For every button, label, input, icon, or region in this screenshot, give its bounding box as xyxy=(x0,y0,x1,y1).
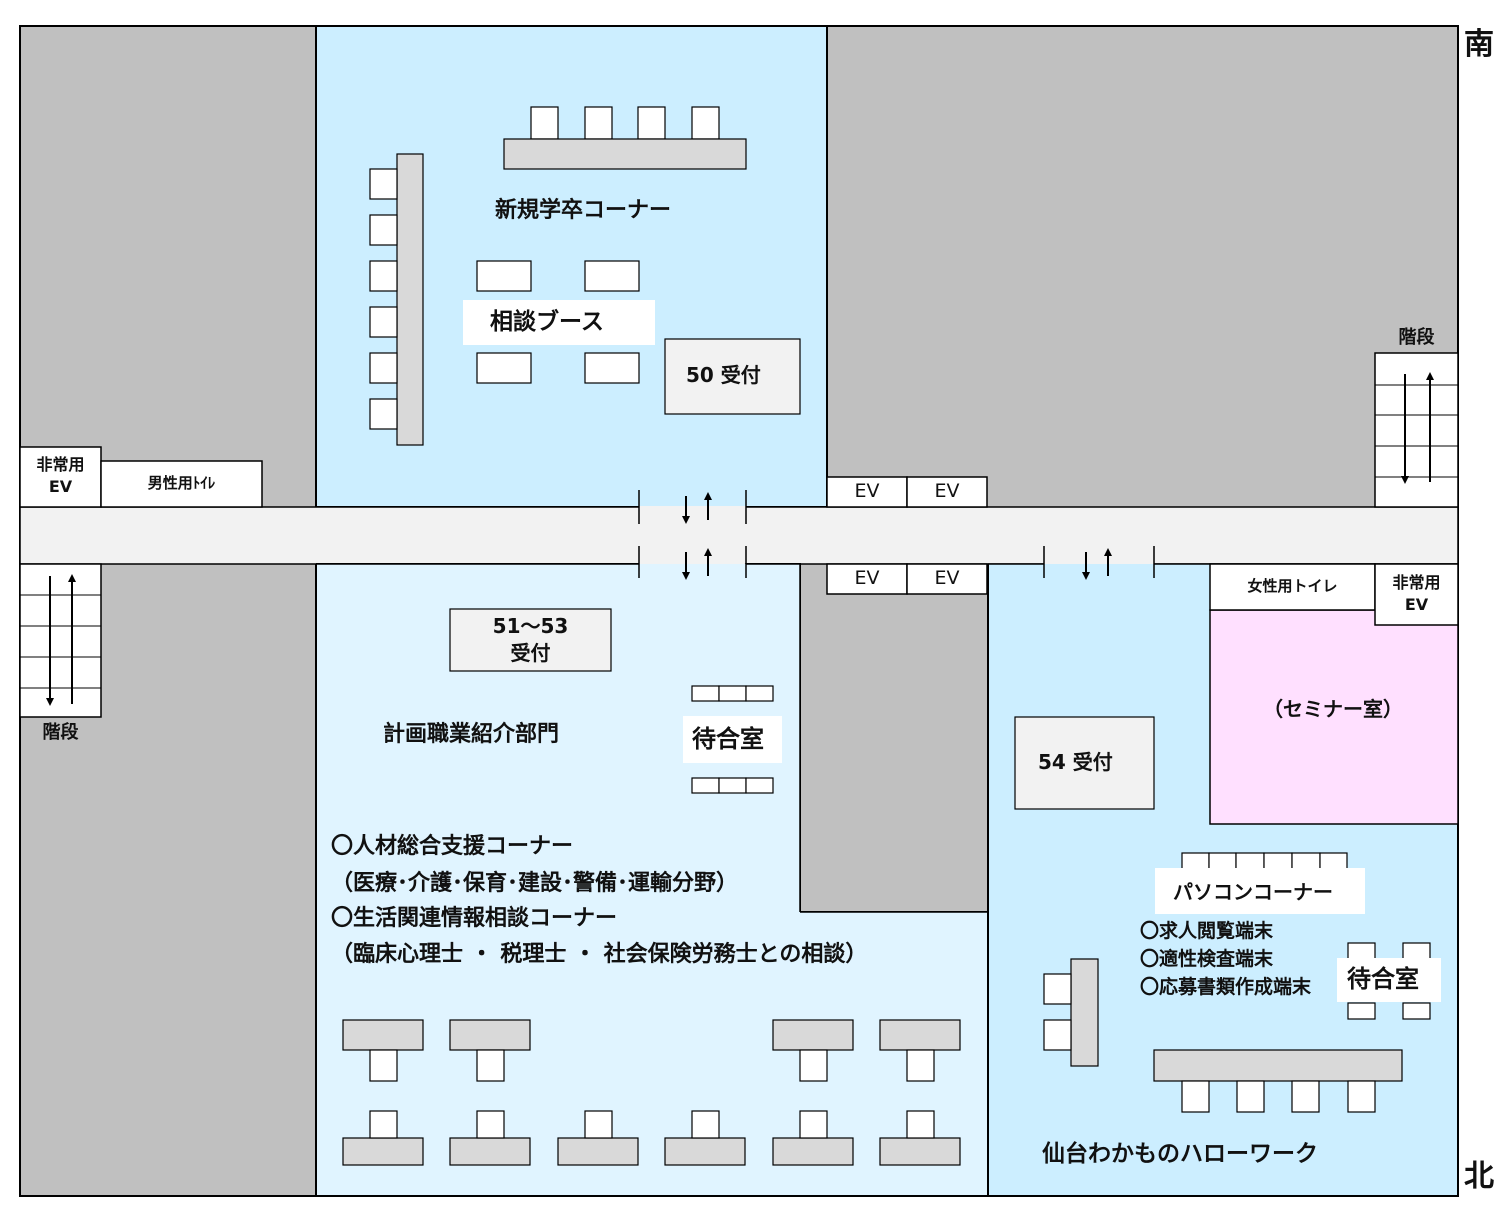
ev-label-4: EV xyxy=(934,567,960,589)
stairs-top-right xyxy=(1374,352,1459,508)
reception-51-53-label-2: 受付 xyxy=(510,641,551,665)
compass-north: 北 xyxy=(1464,1159,1494,1194)
new-grad-title: 新規学卒コーナー xyxy=(495,198,672,223)
door-marks xyxy=(638,490,1155,578)
corridor xyxy=(19,506,1459,565)
pc-item-2: 〇適性検査端末 xyxy=(1140,948,1274,970)
stairs-bottom-left xyxy=(19,563,102,718)
young-title: 仙台わかものハローワーク xyxy=(1042,1141,1318,1167)
seminar-room-label: （セミナー室） xyxy=(1263,697,1403,721)
ev-label-2: EV xyxy=(934,480,960,502)
door-gap xyxy=(1044,562,1154,565)
stairs-bottom-left-label: 階段 xyxy=(42,722,79,743)
emergency-ev-right-label-1: 非常用 xyxy=(1392,573,1441,592)
ev-label-3: EV xyxy=(854,567,880,589)
young-waiting-bg xyxy=(1337,958,1441,1002)
womens-toilet xyxy=(1209,563,1376,611)
reception-51-53 xyxy=(449,608,612,672)
young-counter-vertical xyxy=(1070,958,1099,1067)
compass-south: 南 xyxy=(1464,27,1494,62)
desks-planning xyxy=(342,1019,961,1166)
pc-item-1: 〇求人閲覧端末 xyxy=(1140,920,1274,942)
young-waiting-chairs xyxy=(1347,942,1431,1020)
door-gap xyxy=(639,506,746,509)
stairs-top-right-label: 階段 xyxy=(1398,327,1435,348)
seminar-room xyxy=(1209,609,1459,825)
reception-50-label: 50 受付 xyxy=(686,363,761,387)
planning-item-2-sub: （臨床心理士 ・ 税理士 ・ 社会保険労務士との相談） xyxy=(331,942,868,967)
mens-toilet-label: 男性用ﾄｲﾚ xyxy=(147,474,216,492)
young-chairs-left xyxy=(1043,973,1072,1051)
reception-51-53-label-1: 51～53 xyxy=(492,614,569,638)
planning-title: 計画職業紹介部門 xyxy=(383,722,560,747)
booth-label-bg xyxy=(463,300,655,345)
planning-waiting-label: 待合室 xyxy=(692,725,764,753)
emergency-ev-right xyxy=(1374,563,1459,626)
ev-box xyxy=(826,563,908,595)
waiting-label-bg xyxy=(683,716,782,763)
pc-label-bg xyxy=(1155,868,1365,914)
waiting-chairs xyxy=(691,685,774,794)
ev-box xyxy=(906,476,988,508)
reception-54-label: 54 受付 xyxy=(1038,750,1113,774)
young-counter-horizontal xyxy=(1153,1049,1403,1082)
womens-toilet-label: 女性用トイレ xyxy=(1247,577,1338,595)
chairs-top xyxy=(530,106,720,140)
chairs-left xyxy=(369,168,398,430)
pc-item-3: 〇応募書類作成端末 xyxy=(1140,976,1312,998)
young-chairs-bottom xyxy=(1181,1080,1376,1113)
planning-item-1-sub: （医療･介護･保育･建設･警備･運輸分野） xyxy=(331,871,739,896)
mens-toilet xyxy=(100,460,263,508)
emergency-ev-tl-label-2: EV xyxy=(48,477,73,496)
young-waiting-label: 待合室 xyxy=(1347,965,1419,993)
booth-tables xyxy=(476,260,640,384)
ev-label-1: EV xyxy=(854,480,880,502)
emergency-ev-right-label-2: EV xyxy=(1404,595,1429,614)
booth-label: 相談ブース xyxy=(490,309,604,335)
pc-terminals xyxy=(1181,852,1348,872)
door-gap xyxy=(639,562,746,565)
emergency-ev-tl-label-1: 非常用 xyxy=(36,455,85,474)
planning-item-1: 〇人材総合支援コーナー xyxy=(331,834,574,859)
reception-50 xyxy=(664,338,801,415)
ev-box xyxy=(826,476,908,508)
ev-box xyxy=(906,563,988,595)
pc-corner-label: パソコンコーナー xyxy=(1173,880,1333,904)
counter-top xyxy=(503,138,747,170)
counter-vertical xyxy=(396,153,424,446)
door-arrows xyxy=(682,492,1112,580)
planning-item-2: 〇生活関連情報相談コーナー xyxy=(331,906,618,931)
reception-54 xyxy=(1014,716,1155,810)
